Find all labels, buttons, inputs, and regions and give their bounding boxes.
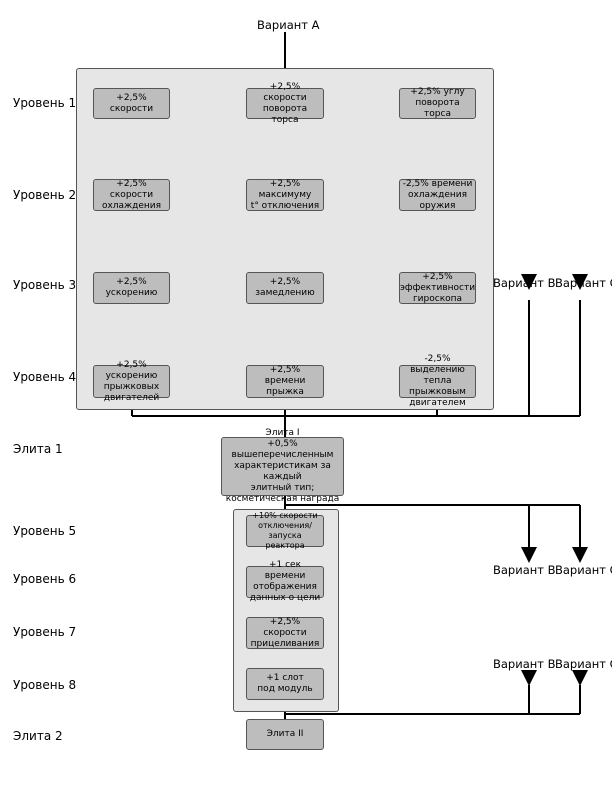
variant-c-label-2: Вариант C xyxy=(555,563,612,577)
elite-1-label: Элита 1 xyxy=(13,442,63,456)
variant-b-label-1: Вариант B xyxy=(493,276,556,290)
level-1-label: Уровень 1 xyxy=(13,96,77,110)
node-elite-2[interactable]: Элита II xyxy=(246,719,324,750)
node-l3-acceleration[interactable]: +2,5% ускорению xyxy=(93,272,170,304)
node-l7-aiming[interactable]: +2,5% скорости прицеливания xyxy=(246,617,324,649)
level-5-label: Уровень 5 xyxy=(13,524,77,538)
arrow-variant-c-2 xyxy=(572,547,588,563)
node-l4-jumpjet-heat[interactable]: -2,5% выделению тепла прыжковым двигател… xyxy=(399,354,476,408)
node-l1-torso-speed[interactable]: +2,5% скорости xyxy=(93,88,170,119)
node-l3-deceleration[interactable]: +2,5% замедлению xyxy=(246,272,324,304)
arrow-variant-b-2 xyxy=(521,547,537,563)
arrow-variant-c-1 xyxy=(572,274,588,290)
level-4-label: Уровень 4 xyxy=(13,370,77,384)
node-elite-1[interactable]: Элита I +0,5% вышеперечисленным характер… xyxy=(221,428,344,504)
arrow-variant-c-3 xyxy=(572,670,588,686)
level-7-label: Уровень 7 xyxy=(13,625,77,639)
node-l2-shutdown-temp[interactable]: +2,5% максимуму t° отключения xyxy=(246,179,324,211)
node-l3-gyro[interactable]: +2,5% эффективности гироскопа xyxy=(399,271,476,304)
node-l1-torso-turn-speed[interactable]: +2,5% скорости поворота торса xyxy=(246,82,324,125)
variant-c-label-3: Вариант C xyxy=(555,657,612,671)
node-l4-jump-time[interactable]: +2,5% времени прыжка xyxy=(246,365,324,398)
node-l8-module-slot[interactable]: +1 слот под модуль xyxy=(246,668,324,700)
level-3-label: Уровень 3 xyxy=(13,278,77,292)
variant-a-label: Вариант A xyxy=(257,18,320,32)
level-6-label: Уровень 6 xyxy=(13,572,77,586)
arrow-variant-b-3 xyxy=(521,670,537,686)
variant-c-label-1: Вариант C xyxy=(555,276,612,290)
node-l1-torso-angle[interactable]: +2,5% углу поворота торса xyxy=(399,87,476,119)
node-l2-weapon-cooldown[interactable]: -2,5% времени охлаждения оружия xyxy=(399,179,476,211)
node-l5-reactor[interactable]: +10% скорости отключения/запуска реактор… xyxy=(246,511,324,550)
level-2-label: Уровень 2 xyxy=(13,188,77,202)
node-l2-cooling[interactable]: +2,5% скорости охлаждения xyxy=(93,179,170,211)
node-l4-jumpjet-accel[interactable]: +2,5% ускорению прыжковых двигателей xyxy=(93,360,170,403)
variant-b-label-2: Вариант B xyxy=(493,563,556,577)
variant-b-label-3: Вариант B xyxy=(493,657,556,671)
arrow-variant-b-1 xyxy=(521,274,537,290)
levels-1-4-panel xyxy=(76,68,494,410)
node-l6-target-info[interactable]: +1 сек времени отображения данных о цели xyxy=(246,560,324,603)
elite-2-label: Элита 2 xyxy=(13,729,63,743)
level-8-label: Уровень 8 xyxy=(13,678,77,692)
